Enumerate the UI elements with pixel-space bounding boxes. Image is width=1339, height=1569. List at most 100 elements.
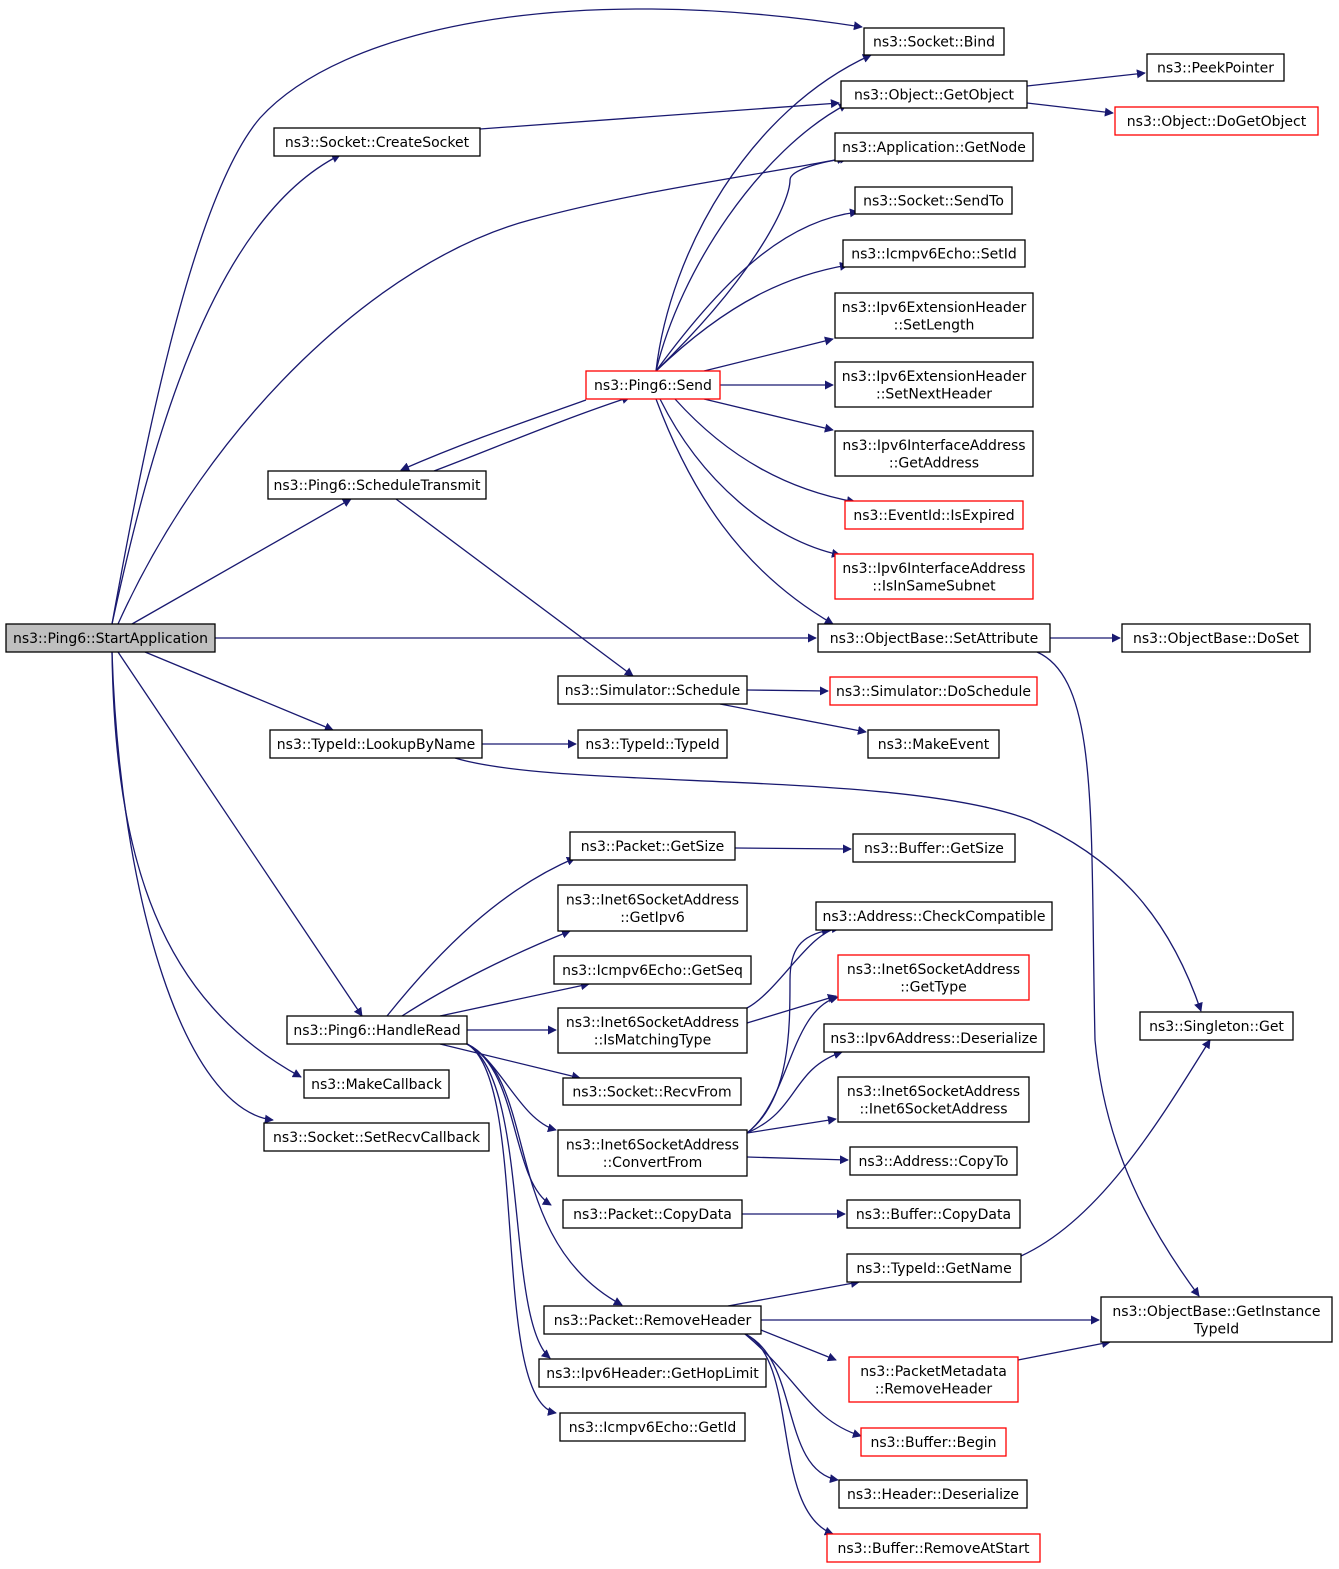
node-n18[interactable]: ns3::Simulator::Schedule	[557, 675, 748, 705]
node-box[interactable]	[553, 955, 752, 985]
node-box[interactable]	[562, 1199, 743, 1229]
node-box[interactable]	[834, 361, 1034, 408]
node-n16[interactable]: ns3::ObjectBase::SetAttribute	[817, 623, 1051, 653]
node-box[interactable]	[846, 1253, 1022, 1283]
node-n14[interactable]: ns3::Ping6::Send	[585, 370, 721, 400]
node-n12[interactable]: ns3::EventId::IsExpired	[844, 500, 1024, 530]
node-n32[interactable]: ns3::Ipv6Address::Deserialize	[823, 1023, 1045, 1053]
node-n5[interactable]: ns3::Object::DoGetObject	[1114, 106, 1319, 136]
node-box[interactable]	[837, 954, 1030, 1001]
node-n26[interactable]: ns3::Address::CheckCompatible	[815, 901, 1053, 931]
node-box[interactable]	[834, 292, 1034, 339]
node-box[interactable]	[577, 729, 728, 759]
node-box[interactable]	[867, 729, 1000, 759]
node-n0[interactable]: ns3::Ping6::StartApplication	[5, 623, 216, 653]
node-n7[interactable]: ns3::Socket::SendTo	[854, 186, 1013, 215]
node-box[interactable]	[834, 132, 1034, 162]
node-box[interactable]	[840, 80, 1028, 109]
node-n34[interactable]: ns3::Socket::RecvFrom	[562, 1077, 742, 1106]
node-box[interactable]	[1146, 53, 1285, 82]
node-n30[interactable]: ns3::Ping6::HandleRead	[286, 1015, 468, 1045]
node-box[interactable]	[557, 884, 748, 932]
node-box[interactable]	[569, 831, 736, 861]
node-n6[interactable]: ns3::Application::GetNode	[834, 132, 1034, 162]
node-box[interactable]	[557, 675, 748, 705]
node-box[interactable]	[849, 1146, 1018, 1176]
node-box[interactable]	[1121, 623, 1311, 653]
node-n49[interactable]: ns3::Buffer::RemoveAtStart	[826, 1533, 1041, 1563]
node-box[interactable]	[286, 1015, 468, 1045]
node-box[interactable]	[557, 1129, 748, 1177]
node-n22[interactable]: ns3::TypeId::TypeId	[577, 729, 728, 759]
node-n29[interactable]: ns3::Inet6SocketAddress::IsMatchingType	[557, 1007, 748, 1054]
node-n44[interactable]: ns3::PacketMetadata::RemoveHeader	[848, 1356, 1019, 1403]
node-n23[interactable]: ns3::Packet::GetSize	[569, 831, 736, 861]
node-n46[interactable]: ns3::Buffer::Begin	[860, 1427, 1007, 1457]
node-box[interactable]	[860, 1427, 1007, 1457]
node-n10[interactable]: ns3::Ipv6ExtensionHeader::SetNextHeader	[834, 361, 1034, 408]
node-n35[interactable]: ns3::Inet6SocketAddress::Inet6SocketAddr…	[837, 1076, 1030, 1123]
node-n4[interactable]: ns3::PeekPointer	[1146, 53, 1285, 82]
node-n33[interactable]: ns3::MakeCallback	[303, 1069, 450, 1099]
node-box[interactable]	[848, 1356, 1019, 1403]
node-n19[interactable]: ns3::Simulator::DoSchedule	[829, 676, 1038, 706]
node-box[interactable]	[273, 127, 481, 157]
node-box[interactable]	[844, 500, 1024, 530]
node-n21[interactable]: ns3::TypeId::LookupByName	[269, 729, 483, 759]
node-n11[interactable]: ns3::Ipv6InterfaceAddress::GetAddress	[834, 430, 1034, 477]
node-box[interactable]	[557, 1007, 748, 1054]
node-box[interactable]	[826, 1533, 1041, 1563]
node-n40[interactable]: ns3::Buffer::CopyData	[846, 1199, 1021, 1229]
node-box[interactable]	[559, 1412, 746, 1442]
node-n48[interactable]: ns3::Header::Deserialize	[838, 1479, 1028, 1509]
node-box[interactable]	[263, 1122, 490, 1152]
node-n47[interactable]: ns3::Icmpv6Echo::GetId	[559, 1412, 746, 1442]
node-n36[interactable]: ns3::Socket::SetRecvCallback	[263, 1122, 490, 1152]
node-n28[interactable]: ns3::Inet6SocketAddress::GetType	[837, 954, 1030, 1001]
node-box[interactable]	[837, 1076, 1030, 1123]
node-n1[interactable]: ns3::Socket::Bind	[863, 27, 1005, 56]
node-box[interactable]	[5, 623, 216, 653]
node-n45[interactable]: ns3::Ipv6Header::GetHopLimit	[538, 1358, 767, 1388]
node-box[interactable]	[303, 1069, 450, 1099]
node-box[interactable]	[1114, 106, 1319, 136]
node-box[interactable]	[823, 1023, 1045, 1053]
node-box[interactable]	[834, 553, 1034, 600]
node-box[interactable]	[585, 370, 721, 400]
node-box[interactable]	[852, 833, 1016, 863]
node-n2[interactable]: ns3::Socket::CreateSocket	[273, 127, 481, 157]
node-n24[interactable]: ns3::Buffer::GetSize	[852, 833, 1016, 863]
node-n20[interactable]: ns3::MakeEvent	[867, 729, 1000, 759]
node-box[interactable]	[538, 1358, 767, 1388]
node-box[interactable]	[854, 186, 1013, 215]
node-box[interactable]	[267, 470, 487, 500]
node-n13[interactable]: ns3::Ipv6InterfaceAddress::IsInSameSubne…	[834, 553, 1034, 600]
node-box[interactable]	[829, 676, 1038, 706]
node-n25[interactable]: ns3::Inet6SocketAddress::GetIpv6	[557, 884, 748, 932]
node-box[interactable]	[863, 27, 1005, 56]
node-n37[interactable]: ns3::Inet6SocketAddress::ConvertFrom	[557, 1129, 748, 1177]
node-n3[interactable]: ns3::Object::GetObject	[840, 80, 1028, 109]
node-box[interactable]	[842, 239, 1026, 268]
node-n15[interactable]: ns3::Ping6::ScheduleTransmit	[267, 470, 487, 500]
node-box[interactable]	[815, 901, 1053, 931]
node-n8[interactable]: ns3::Icmpv6Echo::SetId	[842, 239, 1026, 268]
node-box[interactable]	[817, 623, 1051, 653]
node-n27[interactable]: ns3::Icmpv6Echo::GetSeq	[553, 955, 752, 985]
node-box[interactable]	[1139, 1011, 1294, 1041]
node-box[interactable]	[1100, 1296, 1333, 1343]
node-n31[interactable]: ns3::Singleton::Get	[1139, 1011, 1294, 1041]
node-n41[interactable]: ns3::TypeId::GetName	[846, 1253, 1022, 1283]
node-box[interactable]	[269, 729, 483, 759]
node-n9[interactable]: ns3::Ipv6ExtensionHeader::SetLength	[834, 292, 1034, 339]
node-box[interactable]	[543, 1305, 762, 1335]
node-box[interactable]	[838, 1479, 1028, 1509]
node-n39[interactable]: ns3::Packet::CopyData	[562, 1199, 743, 1229]
node-n38[interactable]: ns3::Address::CopyTo	[849, 1146, 1018, 1176]
node-box[interactable]	[562, 1077, 742, 1106]
node-n17[interactable]: ns3::ObjectBase::DoSet	[1121, 623, 1311, 653]
node-box[interactable]	[834, 430, 1034, 477]
node-n42[interactable]: ns3::Packet::RemoveHeader	[543, 1305, 762, 1335]
node-box[interactable]	[846, 1199, 1021, 1229]
